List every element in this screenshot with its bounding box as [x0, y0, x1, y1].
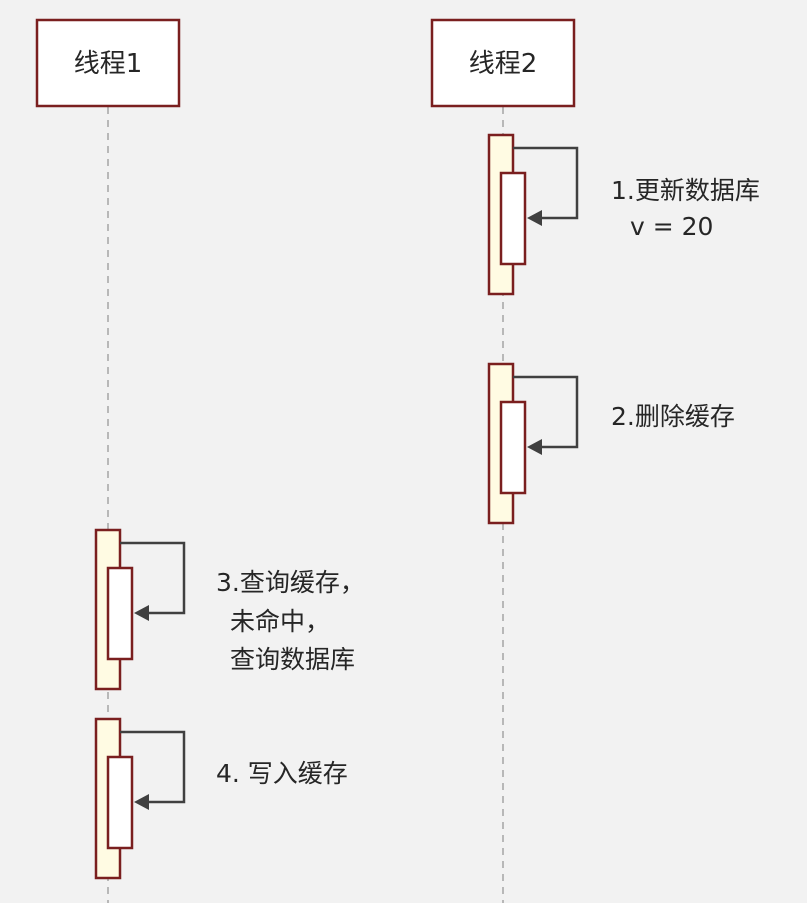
activation-inner-step-2 [499, 400, 527, 495]
actor-label-thread-2: 线程2 [469, 49, 538, 79]
arrow-head-step-4 [134, 794, 149, 810]
step-4-line-1: 4. 写入缓存 [216, 759, 348, 788]
self-message-step-3 [120, 541, 186, 615]
step-3-line-2: 未命中， [230, 607, 330, 636]
step-3: 3.查询缓存， 未命中， 查询数据库 [94, 528, 373, 691]
step-3-line-3: 查询数据库 [230, 645, 355, 674]
step-1-line-1: 1.更新数据库 [611, 176, 760, 205]
actor-thread-2: 线程2 [430, 18, 576, 108]
actor-box-thread-2 [430, 18, 576, 108]
step-3-line-1: 3.查询缓存， [216, 568, 365, 597]
step-2-line-1: 2.删除缓存 [611, 402, 735, 431]
self-message-step-4 [120, 730, 186, 804]
step-label-3: 3.查询缓存， 未命中， 查询数据库 [216, 568, 373, 674]
step-4: 4. 写入缓存 [94, 717, 348, 880]
step-label-1: 1.更新数据库 v = 20 [611, 176, 768, 241]
step-label-4: 4. 写入缓存 [216, 759, 348, 788]
step-1-line-2: v = 20 [630, 212, 713, 241]
activation-inner-step-1 [499, 171, 527, 266]
step-1: 1.更新数据库 v = 20 [487, 133, 768, 296]
arrow-head-step-3 [134, 605, 149, 621]
self-message-step-2 [513, 375, 579, 449]
self-message-step-1 [513, 146, 579, 220]
activation-inner-step-3 [106, 566, 134, 661]
actor-label-thread-1: 线程1 [74, 49, 143, 79]
arrow-head-step-2 [527, 439, 542, 455]
actor-thread-1: 线程1 [35, 18, 181, 108]
actor-box-thread-1 [35, 18, 181, 108]
arrow-head-step-1 [527, 210, 542, 226]
step-label-2: 2.删除缓存 [611, 402, 735, 431]
step-2: 2.删除缓存 [487, 362, 735, 525]
activation-inner-step-4 [106, 755, 134, 850]
